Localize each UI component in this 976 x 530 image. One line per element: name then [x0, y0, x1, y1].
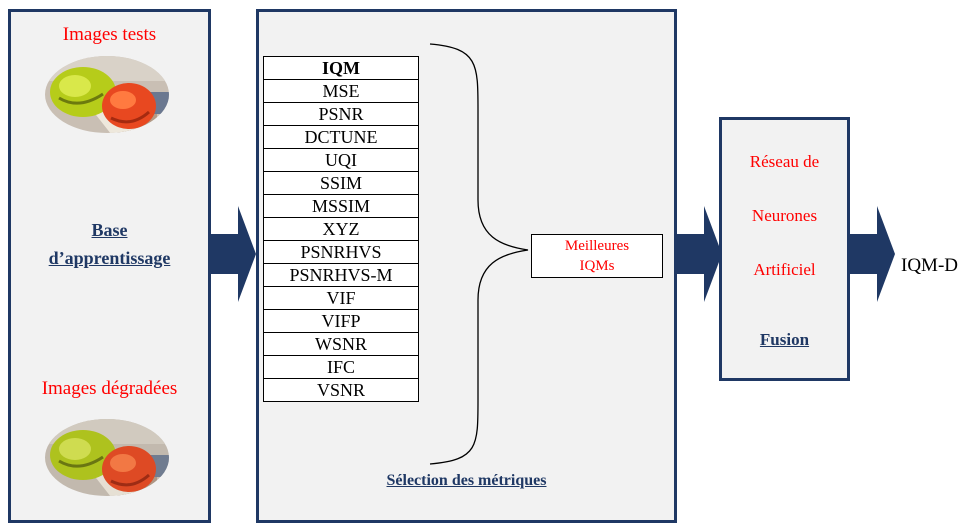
learning-base-title: Base d’apprentissage — [11, 216, 208, 272]
metric-row: MSSIM — [263, 194, 419, 218]
output-label: IQM-D — [901, 255, 958, 276]
metric-header-cell: IQM — [263, 56, 419, 80]
metric-row: SSIM — [263, 171, 419, 195]
fusion-panel: Réseau de Neurones Artificiel Fusion — [719, 117, 850, 381]
test-images-label: Images tests — [62, 24, 157, 45]
neural-network-line3: Artificiel — [753, 260, 816, 279]
metric-cell: SSIM — [263, 171, 419, 195]
learning-base-panel: Images tests Base d’apprentissage Images… — [8, 9, 211, 523]
metric-cell: UQI — [263, 148, 419, 172]
neural-network-line1: Réseau de — [749, 152, 820, 171]
fusion-title: Fusion — [759, 330, 810, 349]
metric-cell: PSNRHVS-M — [263, 263, 419, 287]
arrow-selection-to-fusion — [677, 206, 722, 302]
best-iqms-box: Meilleures IQMs — [531, 234, 663, 278]
metric-cell: PSNRHVS — [263, 240, 419, 264]
learning-base-title-line2: d’apprentissage — [48, 248, 171, 268]
degraded-images-label: Images dégradées — [41, 378, 178, 399]
metric-row: PSNR — [263, 102, 419, 126]
metrics-brace — [429, 43, 529, 465]
arrow-base-to-selection — [211, 206, 256, 302]
metric-selection-title: Sélection des métriques — [386, 472, 547, 489]
neural-network-line2: Neurones — [751, 206, 818, 225]
best-iqms-line1: Meilleures — [564, 238, 630, 254]
metric-row: PSNRHVS-M — [263, 263, 419, 287]
best-iqms-line2: IQMs — [579, 258, 615, 274]
metric-row: PSNRHVS — [263, 240, 419, 264]
metric-cell: MSSIM — [263, 194, 419, 218]
metric-cell: IFC — [263, 355, 419, 379]
metric-row: DCTUNE — [263, 125, 419, 149]
metric-row: UQI — [263, 148, 419, 172]
metric-row: IQM — [263, 56, 419, 80]
metric-cell: DCTUNE — [263, 125, 419, 149]
metric-cell: VSNR — [263, 378, 419, 402]
metric-row: IFC — [263, 355, 419, 379]
learning-base-title-line1: Base — [91, 220, 128, 240]
degraded-image-thumbnail — [45, 419, 169, 496]
arrow-fusion-to-output — [850, 206, 895, 302]
metric-row: VSNR — [263, 378, 419, 402]
metric-cell: PSNR — [263, 102, 419, 126]
